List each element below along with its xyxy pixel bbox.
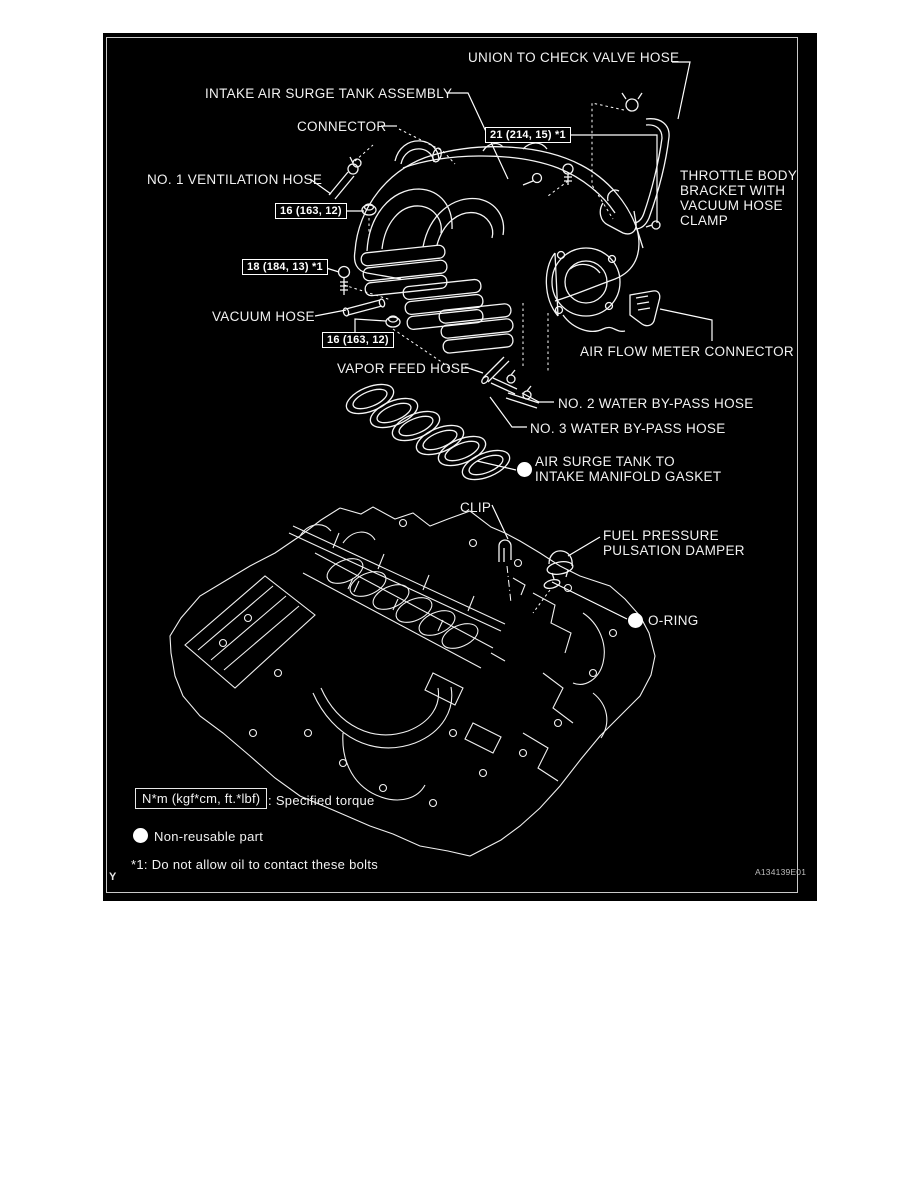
nut-16-upper-icon (361, 203, 377, 216)
bracket-bolt-icon (645, 220, 661, 230)
legend-footnote: *1: Do not allow oil to contact these bo… (131, 857, 379, 872)
tank-bolt-icon (522, 172, 543, 186)
surge-tank-art (328, 92, 670, 409)
label-line: THROTTLE BODY (680, 168, 798, 183)
label-o-ring: O-RING (648, 613, 699, 628)
non-reusable-dot-icon (628, 613, 643, 628)
label-union-to-check-valve-hose: UNION TO CHECK VALVE HOSE (468, 50, 680, 65)
label-line: PULSATION DAMPER (603, 543, 745, 558)
clip-dash-dot-leader (506, 565, 512, 604)
legend-specified-torque: : Specified torque (268, 793, 375, 808)
label-throttle-body-bracket: THROTTLE BODY BRACKET WITH VACUUM HOSE C… (680, 168, 797, 228)
label-air-flow-meter-connector: AIR FLOW METER CONNECTOR (580, 344, 794, 359)
label-clip: CLIP (460, 500, 492, 515)
gasket-2 (391, 410, 465, 456)
label-line: INTAKE MANIFOLD GASKET (535, 469, 722, 484)
figure-reference-code: A134139E01 (755, 867, 807, 877)
label-vapor-feed-hose: VAPOR FEED HOSE (337, 361, 470, 376)
label-intake-air-surge-tank-assembly: INTAKE AIR SURGE TANK ASSEMBLY (205, 86, 453, 101)
gaskets-art (345, 383, 511, 481)
label-no1-ventilation-hose: NO. 1 VENTILATION HOSE (147, 172, 323, 187)
bolt-21-icon (562, 163, 574, 185)
label-no2-water-bypass-hose: NO. 2 WATER BY-PASS HOSE (558, 396, 754, 411)
torque-box-21: 21 (214, 15) *1 (485, 127, 571, 143)
torque-box-16-upper: 16 (163, 12) (275, 203, 347, 219)
corner-mark: Y (109, 871, 117, 883)
label-line: FUEL PRESSURE (603, 528, 719, 543)
gasket-3 (437, 435, 511, 481)
label-line: CLAMP (680, 213, 729, 228)
label-vacuum-hose: VACUUM HOSE (212, 309, 315, 324)
label-no3-water-bypass-hose: NO. 3 WATER BY-PASS HOSE (530, 421, 726, 436)
nut-16-lower-icon (385, 315, 401, 328)
engine-parts-diagram: UNION TO CHECK VALVE HOSE INTAKE AIR SUR… (103, 33, 817, 901)
label-air-surge-tank-gasket: AIR SURGE TANK TO INTAKE MANIFOLD GASKET (535, 454, 721, 484)
gasket-1 (345, 383, 419, 429)
label-line: AIR SURGE TANK TO (535, 454, 675, 469)
torque-unit-box: N*m (kgf*cm, ft.*lbf) (135, 788, 268, 809)
label-line: VACUUM HOSE (680, 198, 783, 213)
label-line: BRACKET WITH (680, 183, 786, 198)
engine-line-art (169, 61, 713, 857)
label-fuel-pressure-pulsation-damper: FUEL PRESSURE PULSATION DAMPER (603, 528, 745, 558)
non-reusable-dot-icon (517, 462, 532, 477)
label-connector: CONNECTOR (297, 119, 387, 134)
clip-and-damper-art (498, 539, 574, 590)
torque-box-16-lower: 16 (163, 12) (322, 332, 394, 348)
torque-box-18: 18 (184, 13) *1 (242, 259, 328, 275)
legend-non-reusable-part: Non-reusable part (154, 829, 264, 844)
engine-block-art (169, 506, 656, 857)
non-reusable-dot-icon (133, 828, 148, 843)
bolt-18-icon (337, 265, 351, 295)
